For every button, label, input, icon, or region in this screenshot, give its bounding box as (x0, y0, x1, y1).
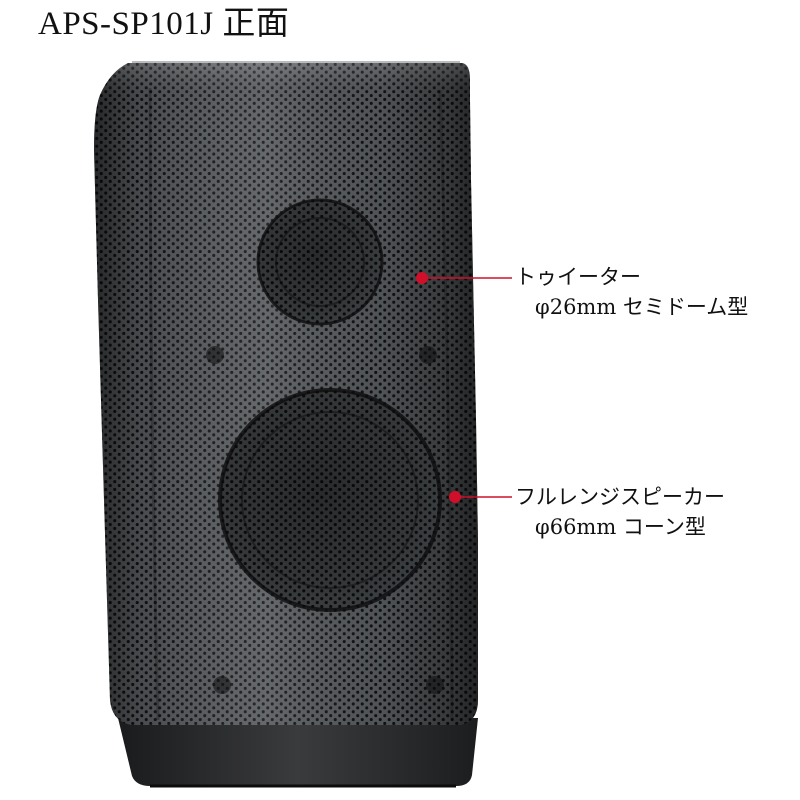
page-title: APS-SP101J 正面 (38, 6, 290, 42)
mounting-screws (206, 346, 444, 694)
speaker-body (94, 61, 478, 725)
fullrange-label: フルレンジスピーカー φ66mm コーン型 (515, 482, 725, 542)
tweeter-label: トゥイーター φ26mm セミドーム型 (515, 262, 748, 322)
speaker-base (118, 718, 478, 788)
fullrange-name: フルレンジスピーカー (515, 485, 725, 509)
fullrange-spec: φ66mm コーン型 (535, 515, 706, 539)
fullrange-grille (218, 388, 442, 612)
tweeter-name: トゥイーター (515, 265, 641, 289)
tweeter-spec: φ26mm セミドーム型 (535, 295, 749, 319)
tweeter-grille (256, 198, 384, 326)
